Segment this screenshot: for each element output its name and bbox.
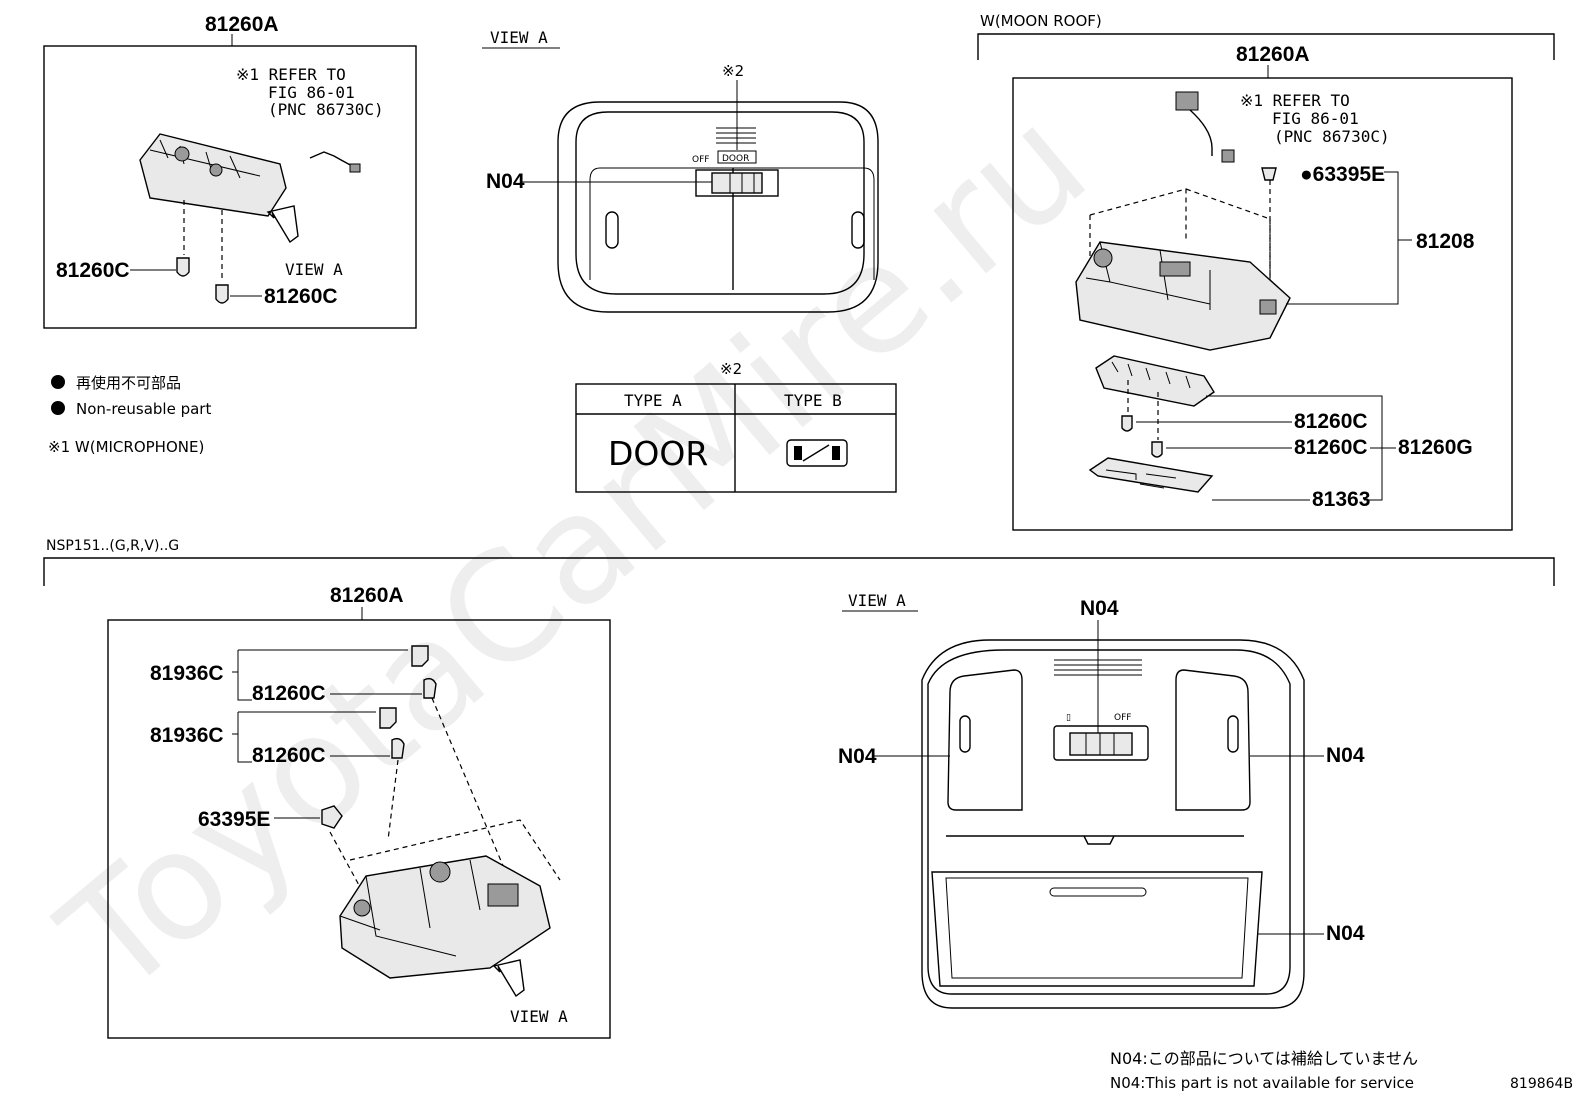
right-lamp-lens bbox=[1175, 669, 1251, 811]
lamp-lens-outline bbox=[557, 101, 879, 313]
legend: 再使用不可部品 Non-reusable part ※1 W(MICROPHON… bbox=[48, 374, 211, 456]
slide-switch-bottom-icon bbox=[1069, 732, 1133, 756]
label-81363: 81363 bbox=[1312, 488, 1370, 511]
holder-81936c-1-icon bbox=[411, 645, 429, 667]
door-label: DOOR bbox=[722, 154, 749, 164]
clip-63395e-icon bbox=[1261, 167, 1277, 181]
mr-microphone-icon bbox=[1175, 91, 1199, 111]
bottom-view-a-label: VIEW A bbox=[510, 1007, 568, 1026]
label-81260c-mr-1: 81260C bbox=[1294, 410, 1368, 433]
refer-line-1: ※1 REFER TO bbox=[236, 65, 346, 84]
label-81208: 81208 bbox=[1416, 230, 1475, 253]
footer-note-en: N04:This part is not available for servi… bbox=[1110, 1074, 1414, 1092]
moon-roof-header: W(MOON ROOF) bbox=[980, 12, 1102, 30]
type-b-symbol-icon bbox=[786, 439, 848, 467]
watermark: ToyotaCarMire.ru bbox=[31, 76, 1119, 1029]
type-a-header: TYPE A bbox=[624, 391, 682, 410]
legend-note-1: ※1 W(MICROPHONE) bbox=[48, 438, 204, 456]
diagram-code: 819864B bbox=[1510, 1076, 1573, 1092]
label-63395e-b: 63395E bbox=[198, 808, 270, 831]
label-81936c-2: 81936C bbox=[150, 724, 224, 747]
type-a-door-text: DOOR bbox=[608, 434, 708, 473]
moon-roof-frame bbox=[1012, 77, 1513, 531]
label-81260c-right: 81260C bbox=[264, 285, 338, 308]
label-63395e-mr: ●63395E bbox=[1300, 163, 1385, 186]
view-arrow-icon bbox=[266, 205, 299, 244]
switch-housing-bottom bbox=[1053, 725, 1149, 761]
mark-2: ※2 bbox=[722, 62, 744, 80]
bottom-header: NSP151..(G,R,V)..G bbox=[46, 538, 179, 554]
bottom-frame bbox=[107, 619, 611, 1039]
legend-en: Non-reusable part bbox=[76, 400, 211, 418]
holder-81936c-2-icon bbox=[379, 707, 397, 729]
console-outline bbox=[921, 639, 1305, 1009]
view-a-bottom-title: VIEW A bbox=[848, 591, 906, 610]
n04-label-bottom-top: N04 bbox=[1080, 597, 1119, 620]
moon-roof-title: 81260A bbox=[1236, 43, 1310, 66]
switch-housing bbox=[695, 169, 779, 197]
top-left-frame bbox=[43, 45, 417, 329]
off-label: OFF bbox=[692, 155, 709, 165]
label-81260c-b-1: 81260C bbox=[252, 682, 326, 705]
legend-jp: 再使用不可部品 bbox=[76, 374, 181, 392]
refer-line-2: FIG 86-01 bbox=[268, 83, 355, 102]
mr-refer-line-3: (PNC 86730C) bbox=[1274, 127, 1390, 146]
top-left-assembly: 81260A ※1 REFER TO FIG 86-01 (PNC 86730C… bbox=[43, 13, 417, 329]
label-81260g: 81260G bbox=[1398, 436, 1473, 459]
mr-refer-line-2: FIG 86-01 bbox=[1272, 109, 1359, 128]
off-label-bottom: OFF bbox=[1114, 713, 1131, 723]
n04-label-left: N04 bbox=[838, 745, 877, 768]
n04-label-top: N04 bbox=[486, 170, 525, 193]
bottom-section: NSP151..(G,R,V)..G 81260A 81936C 81260C … bbox=[43, 538, 1555, 1039]
label-81260c-b-2: 81260C bbox=[252, 744, 326, 767]
n04-label-right: N04 bbox=[1326, 744, 1365, 767]
n04-label-lower: N04 bbox=[1326, 922, 1365, 945]
door-symbol-icon: ▯ bbox=[1066, 713, 1071, 723]
footer-note-jp: N04:この部品については補給していません bbox=[1110, 1049, 1418, 1068]
type-b-header: TYPE B bbox=[784, 391, 842, 410]
socket-81260g-icon bbox=[1095, 355, 1215, 407]
left-lamp-lens bbox=[947, 669, 1023, 811]
mr-lamp-housing-icon bbox=[1075, 241, 1291, 351]
label-81936c-1: 81936C bbox=[150, 662, 224, 685]
bottom-view-arrow-icon bbox=[492, 959, 525, 998]
label-81260c-left: 81260C bbox=[56, 259, 130, 282]
clip-63395e-icon-b bbox=[321, 805, 343, 829]
title-81260a: 81260A bbox=[205, 13, 279, 36]
mr-refer-line-1: ※1 REFER TO bbox=[1240, 91, 1350, 110]
view-a-top-title: VIEW A bbox=[490, 28, 548, 47]
moon-roof-assembly: W(MOON ROOF) 81260A ※1 REFER TO FIG 86-0… bbox=[977, 12, 1555, 531]
bottom-title: 81260A bbox=[330, 584, 404, 607]
view-a-bottom: VIEW A N04 ▯ OFF N04 N04 N04 bbox=[838, 591, 1365, 1009]
refer-line-3: (PNC 86730C) bbox=[268, 100, 384, 119]
non-reusable-bullet-icon bbox=[51, 375, 65, 389]
type-table-mark: ※2 bbox=[720, 360, 742, 378]
type-table: ※2 TYPE A TYPE B DOOR bbox=[575, 360, 897, 493]
slide-switch-icon bbox=[711, 172, 763, 194]
view-a-top: VIEW A ※2 OFF DOOR N04 bbox=[482, 28, 879, 313]
sunglass-holder bbox=[931, 871, 1263, 987]
view-a-label: VIEW A bbox=[285, 260, 343, 279]
label-81260c-mr-2: 81260C bbox=[1294, 436, 1368, 459]
footer: N04:この部品については補給していません N04:This part is n… bbox=[1110, 1049, 1573, 1092]
